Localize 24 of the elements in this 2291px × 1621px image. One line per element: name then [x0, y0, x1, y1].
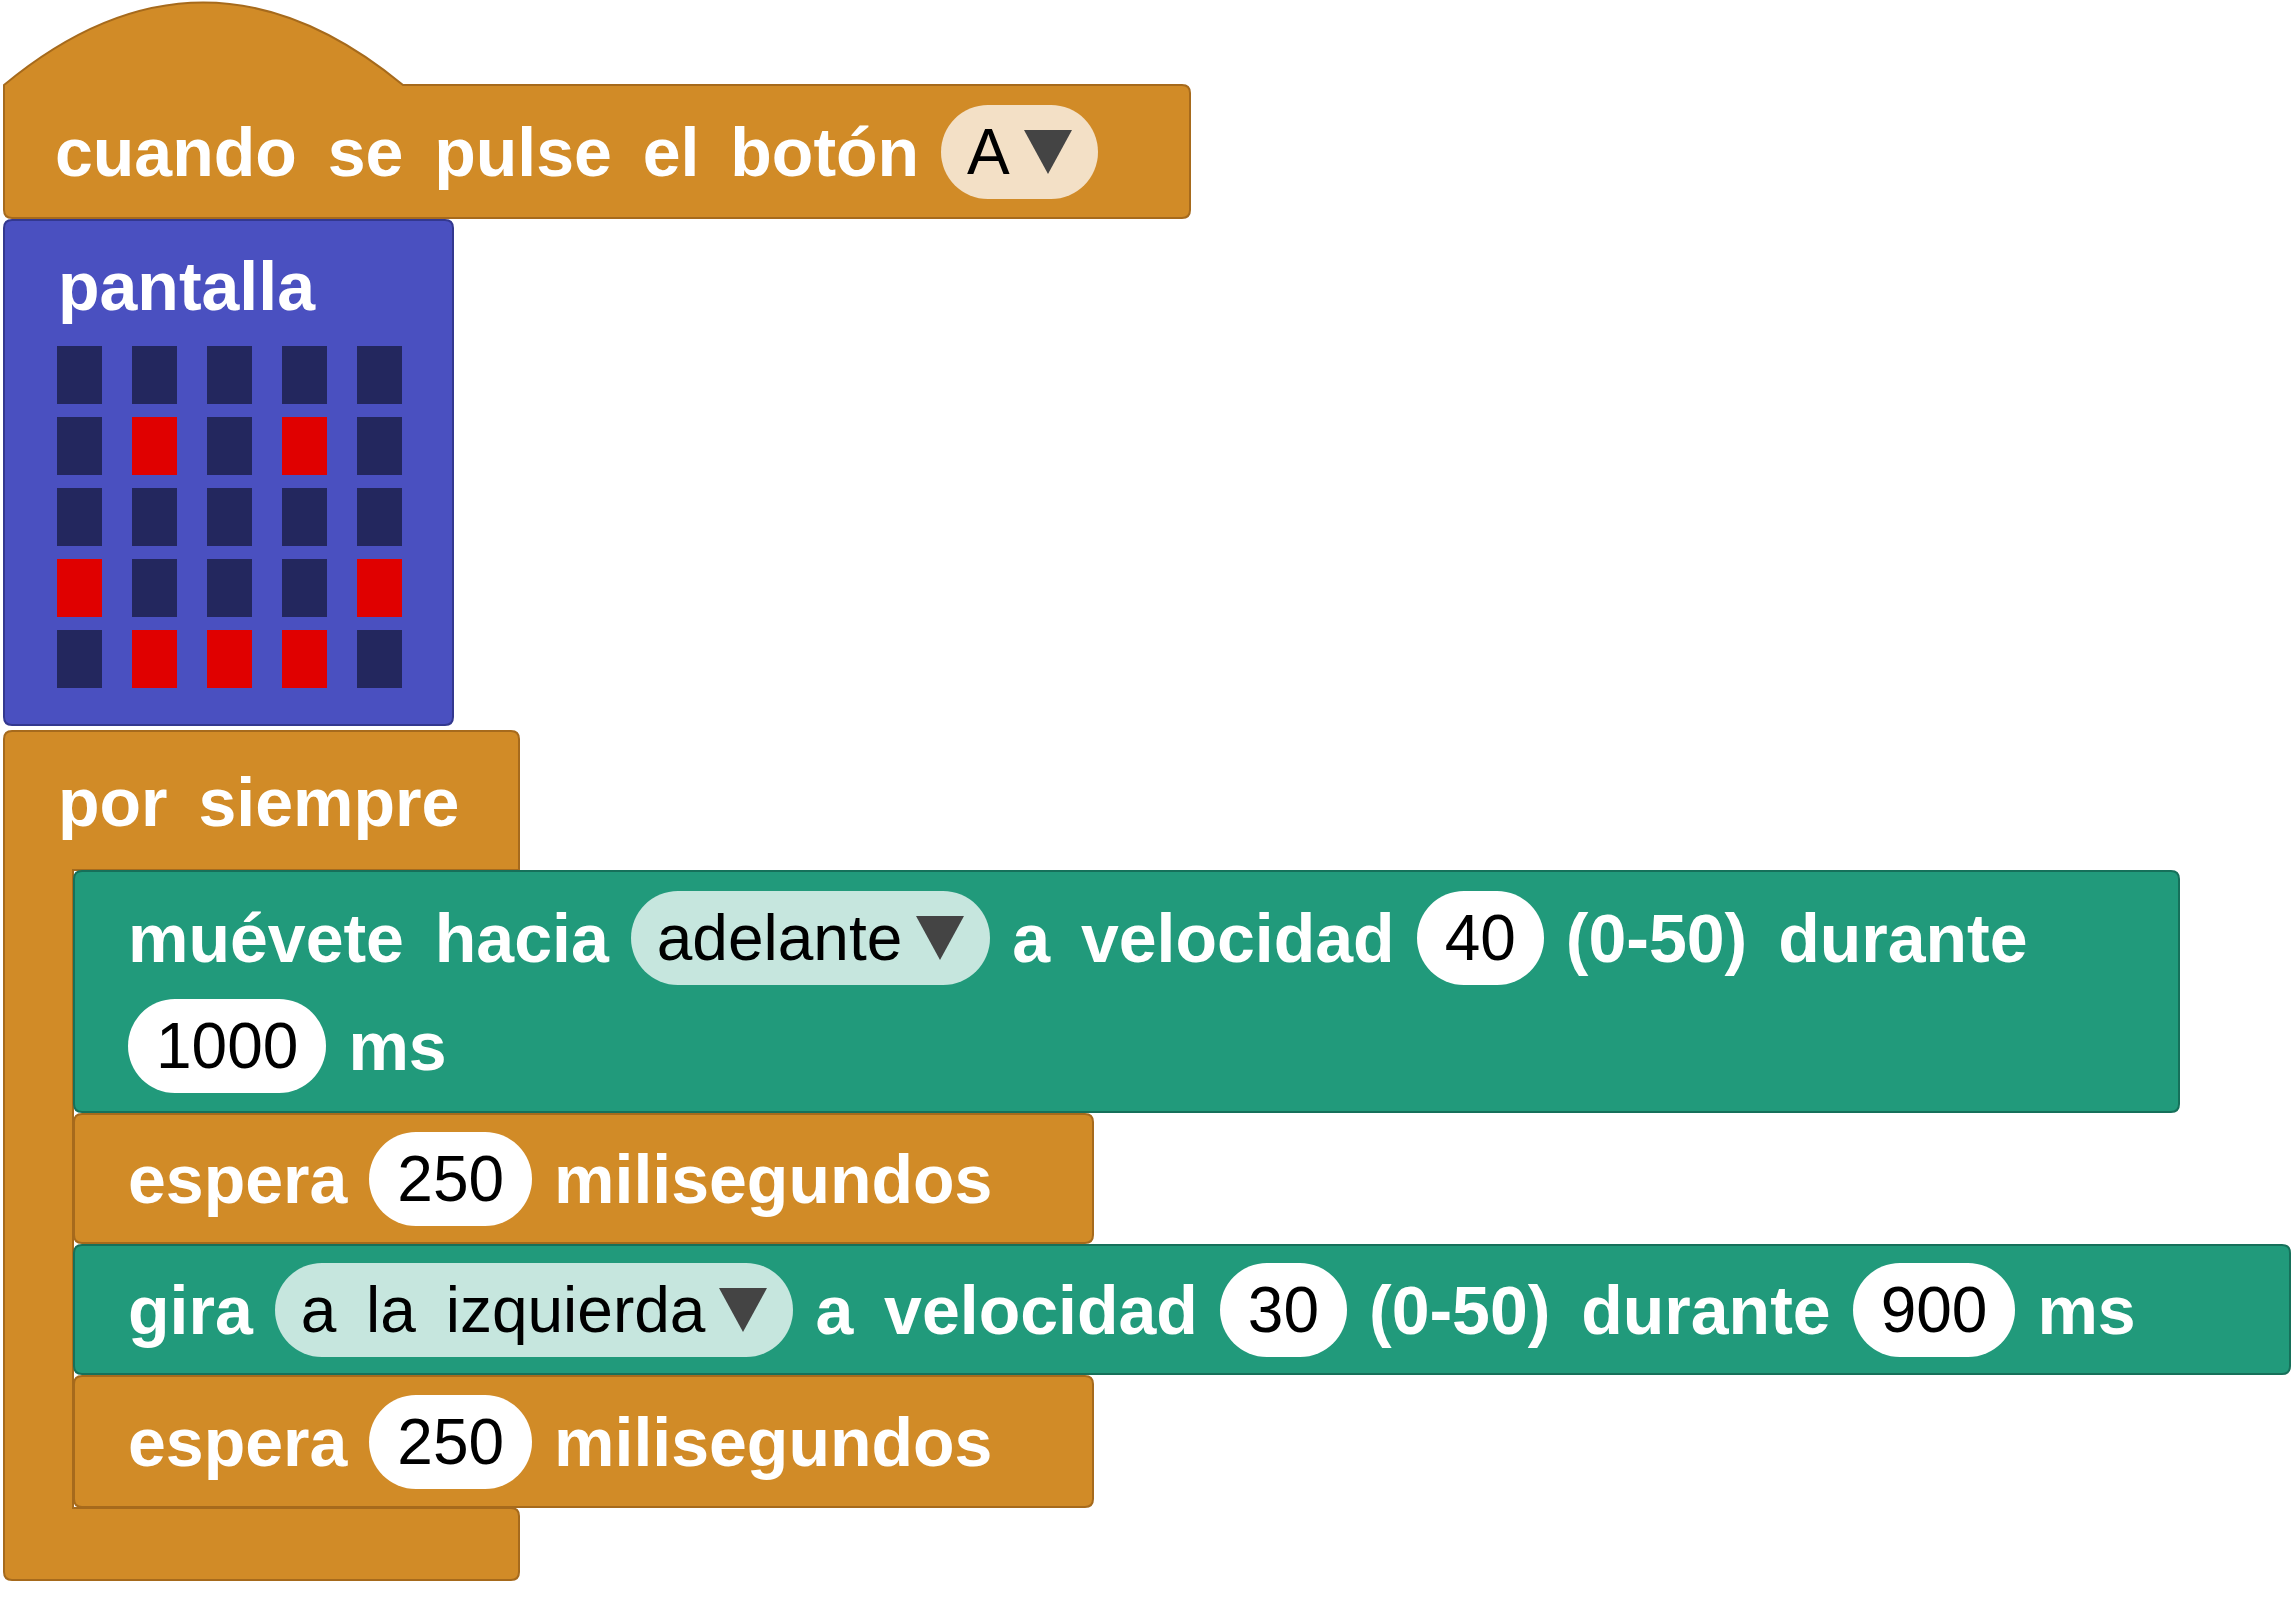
block-label: cuando se pulse el botón — [55, 113, 920, 191]
block-label: milisegundos — [554, 1139, 993, 1218]
block-label: ms — [2037, 1270, 2136, 1349]
block-label: ms — [348, 1006, 447, 1085]
block-label: (0-50) durante — [1565, 898, 2028, 977]
display-block — [3, 219, 454, 726]
block-label: a velocidad — [815, 1270, 1198, 1349]
block-label: por siempre — [58, 763, 460, 841]
move-block — [73, 870, 2180, 1113]
wait-block — [73, 1113, 1094, 1244]
wait-block — [73, 1375, 1094, 1508]
block-label: milisegundos — [554, 1402, 993, 1481]
block-label: espera — [128, 1139, 348, 1218]
block-label: gira — [128, 1270, 253, 1349]
block-label: espera — [128, 1402, 348, 1481]
event-block — [3, 0, 1191, 219]
block-label: muévete hacia — [128, 898, 609, 977]
block-label: pantalla — [58, 247, 315, 325]
dropdown-field: adelante — [630, 890, 991, 985]
loop-block — [3, 730, 2291, 1581]
block-label: (0-50) durante — [1369, 1270, 1831, 1349]
turn-block — [73, 1244, 2291, 1375]
dropdown-field: a la izquierda — [274, 1262, 794, 1357]
block-label: a velocidad — [1012, 898, 1395, 977]
